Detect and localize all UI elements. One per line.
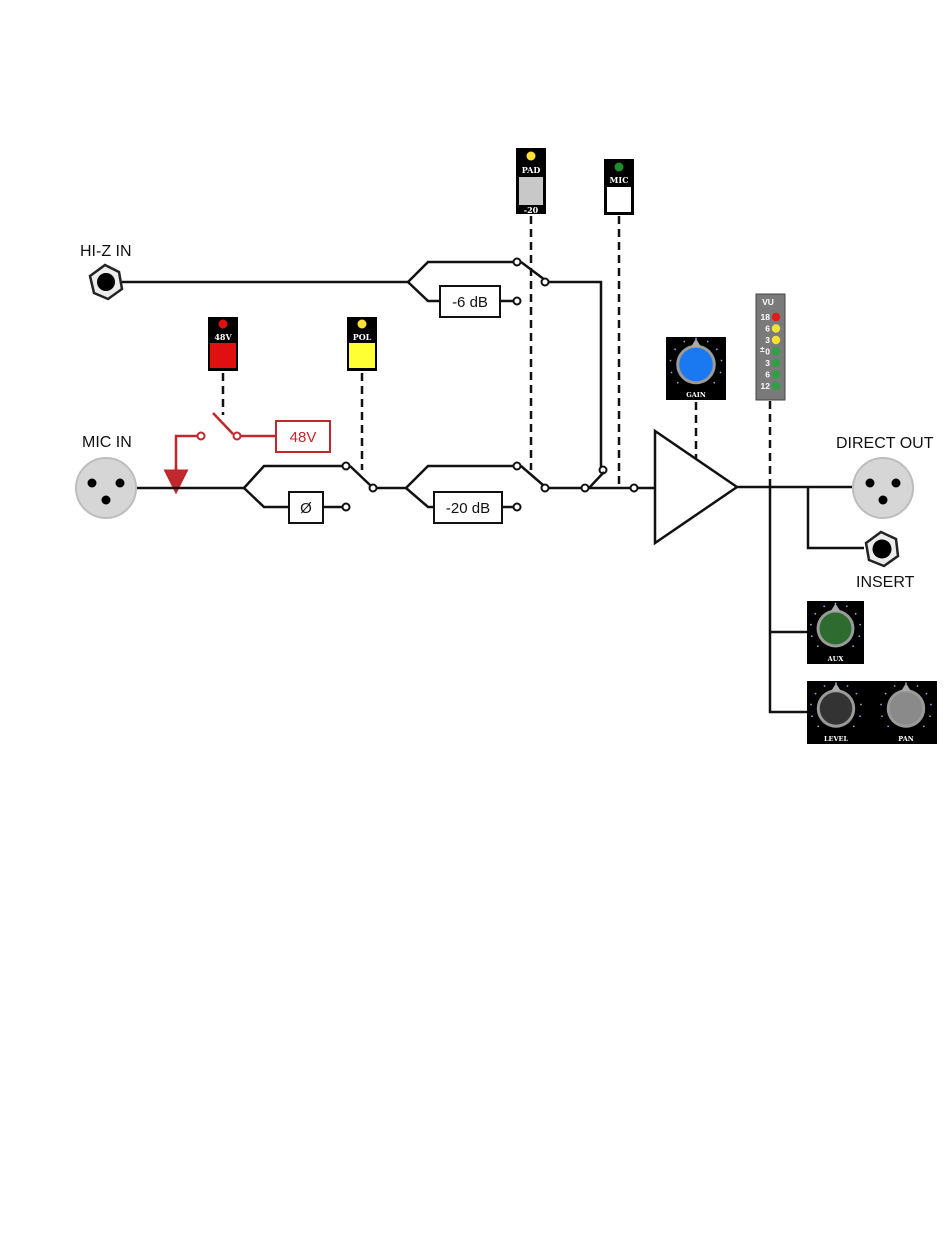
vu-scale-label: 3 xyxy=(765,358,770,368)
vu-scale-label: 18 xyxy=(761,312,771,322)
vu-led-icon xyxy=(772,359,780,367)
svg-text:Ø: Ø xyxy=(300,500,312,517)
vu-title: VU xyxy=(762,297,774,307)
vu-led-icon xyxy=(772,336,780,344)
switch-contact xyxy=(343,463,350,470)
vu-scale-label: 0 xyxy=(765,347,770,357)
vu-scale-label: 12 xyxy=(761,381,771,391)
polarity-box: Ø xyxy=(289,492,323,523)
switch-contact xyxy=(542,485,549,492)
gain-knob-label: GAIN xyxy=(686,391,706,399)
output-wiring xyxy=(737,487,864,712)
pad-20db-box: -20 dB xyxy=(434,492,502,523)
svg-text:48V: 48V xyxy=(290,429,317,446)
vu-scale-label: 6 xyxy=(765,324,770,334)
knob-cap-icon xyxy=(679,348,713,382)
phantom-button-label: 48V xyxy=(214,332,232,342)
vu-led-icon xyxy=(772,347,780,355)
vu-led-icon xyxy=(772,382,780,390)
switch-contact xyxy=(514,504,521,511)
vu-scale-label: 6 xyxy=(765,370,770,380)
hiz-input-jack[interactable] xyxy=(90,265,122,299)
mic-led-icon xyxy=(615,163,624,172)
phantom-48v-button[interactable]: 48V xyxy=(208,317,238,371)
pad-6db-box: -6 dB xyxy=(440,286,500,317)
knob-cap-icon xyxy=(820,613,852,645)
direct-out-xlr-icon[interactable] xyxy=(853,458,913,518)
aux-knob[interactable]: AUX xyxy=(807,601,864,664)
pad-button-sub-label: -20 xyxy=(524,205,539,215)
switch-contact xyxy=(582,485,589,492)
switch-contact xyxy=(514,298,521,305)
pol-button-label: POL xyxy=(353,332,372,342)
pad-button-label: PAD xyxy=(522,165,541,175)
insert-jack-icon[interactable] xyxy=(866,532,898,566)
hiz-in-label: HI-Z IN xyxy=(80,243,132,260)
pan-knob-label: PAN xyxy=(898,735,913,743)
direct-out-label: DIRECT OUT xyxy=(836,435,934,452)
phantom-48v-box: 48V xyxy=(276,421,330,452)
svg-text:-20 dB: -20 dB xyxy=(446,500,490,517)
switch-contact xyxy=(631,485,638,492)
vu-scale-label: 3 xyxy=(765,335,770,345)
switch-contact xyxy=(542,279,549,286)
aux-knob-label: AUX xyxy=(827,655,845,663)
phantom-led-icon xyxy=(219,320,228,329)
vu-led-icon xyxy=(772,324,780,332)
pol-led-icon xyxy=(358,320,367,329)
switch-contact xyxy=(514,259,521,266)
knob-cap-icon xyxy=(890,692,922,724)
level-knob-label: LEVEL xyxy=(824,735,849,743)
switch-contact xyxy=(370,485,377,492)
mic-in-label: MIC IN xyxy=(82,434,132,451)
mic-input-xlr-icon[interactable] xyxy=(76,458,136,518)
mic-wiring xyxy=(137,466,654,507)
vu-led-icon xyxy=(772,370,780,378)
vu-plusminus: ± xyxy=(760,344,765,354)
pad-led-icon xyxy=(527,152,536,161)
phantom-switch xyxy=(176,413,276,482)
switch-contact xyxy=(343,504,350,511)
mic-select-button[interactable]: MIC xyxy=(604,159,634,215)
svg-text:-6 dB: -6 dB xyxy=(452,294,488,311)
vu-led-icon xyxy=(772,313,780,321)
mic-button-label: MIC xyxy=(610,175,629,185)
insert-label: INSERT xyxy=(856,574,915,591)
gain-knob[interactable]: GAIN xyxy=(666,337,726,400)
knob-cap-icon xyxy=(820,692,852,724)
polarity-button[interactable]: POL xyxy=(347,317,377,371)
pad-button[interactable]: PAD -20 xyxy=(516,148,546,215)
switch-contact xyxy=(514,463,521,470)
